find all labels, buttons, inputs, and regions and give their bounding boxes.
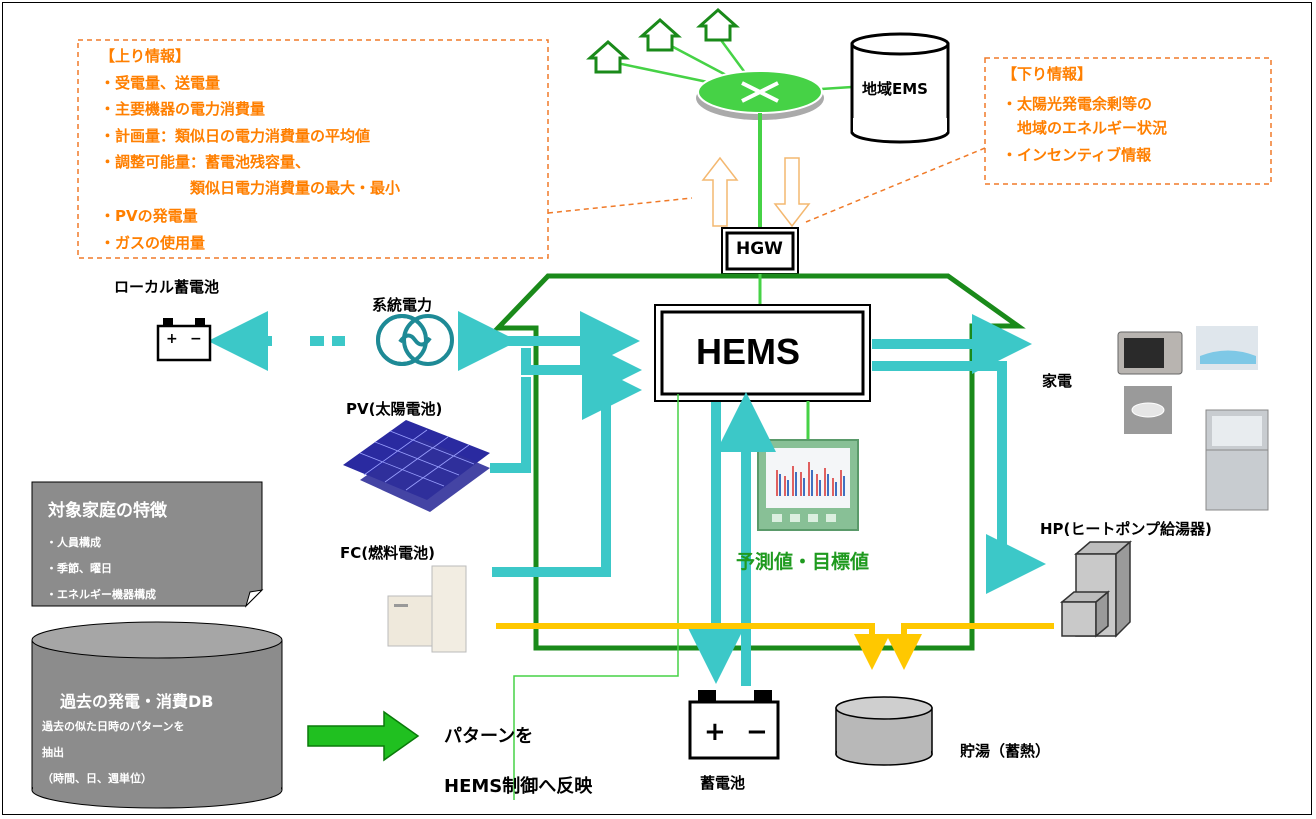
svg-text:+: + [704,717,726,747]
power-flow-arrows [208,311,1046,686]
pattern-extraction-arrow [307,710,420,762]
downward-info-item: 地域のエネルギー状況 [1002,119,1168,137]
upward-info-item: 類似日電力消費量の最大・最小 [100,179,401,197]
upward-info-item: ・調整可能量：蓄電池残容量、 [100,153,311,171]
svg-text:−: − [190,331,202,347]
downward-info-pointer [805,147,986,223]
appliance-images [1117,326,1269,511]
upward-info-pointer [547,197,693,214]
past-db-line: 抽出 [42,746,64,759]
hems-to-hp-arrow [872,361,1046,594]
grid-power-label: 系統電力 [372,296,433,314]
household-feature-item: ・人員構成 [46,536,101,549]
past-db-line: （時間、日、週単位） [42,772,152,785]
battery-label: 蓄電池 [700,774,746,792]
regional-ems-cylinder [850,32,950,144]
battery-icon: + − [688,690,780,760]
past-db-cylinder [31,621,283,809]
local-battery-label: ローカル蓄電池 [114,278,220,296]
grid-transformer-icon [376,314,454,366]
fc-unit-icon [387,565,467,653]
household-feature-item: ・エネルギー機器構成 [46,588,156,601]
household-feature-item: ・季節、曜日 [46,562,112,575]
hp-unit-icon [1059,540,1133,638]
pv-label: PV(太陽電池) [346,400,443,418]
regional-ems-label: 地域EMS [862,80,928,98]
upward-info-item: ・主要機器の電力消費量 [100,100,266,118]
hot-water-tank-icon [835,696,933,766]
hot-water-lines [496,623,1054,670]
pv-panel-icon [343,420,490,512]
appliances-label: 家電 [1042,372,1073,390]
downward-info-box [984,57,1272,185]
grid-hems-second-arrow [521,340,642,400]
hems-label: HEMS [696,331,801,372]
pv-line [490,377,531,473]
pattern-feedback-line [513,394,679,800]
svg-text:+: + [166,331,178,347]
hot-water-storage-label: 貯湯（蓄熱） [960,742,1051,760]
past-db-title: 過去の発電・消費DB [60,692,214,711]
forecast-target-label: 予測値・目標値 [736,551,870,573]
downward-info-item: ・太陽光発電余剰等の [1002,95,1153,113]
fc-to-hems-arrow [492,360,642,577]
pattern-label-line2: HEMS制御へ反映 [444,776,593,797]
downward-info-title: 【下り情報】 [1002,65,1093,83]
downward-info-item: ・インセンティブ情報 [1002,146,1152,164]
upward-info-item: ・受電量、送電量 [100,74,221,92]
fc-label: FC(燃料電池) [340,544,435,562]
hgw-label: HGW [736,239,783,259]
downward-arrow [773,157,811,228]
local-battery-icon: + − [156,318,212,362]
upward-arrow [701,156,739,227]
upward-info-item: ・計画量：類似日の電力消費量の平均値 [100,127,371,145]
household-features-title: 対象家庭の特徴 [48,501,167,521]
upward-info-item: ・ガスの使用量 [100,234,206,252]
house-icons [586,7,740,74]
router-cross-icon [741,81,779,103]
past-db-line: 過去の似た日時のパターンを [42,720,185,733]
hp-label: HP(ヒートポンプ給湯器) [1040,520,1212,538]
upward-info-box [77,39,549,259]
pattern-label-line1: パターンを [444,726,534,747]
upward-info-title: 【上り情報】 [100,47,191,65]
monitor-display-icon [757,439,859,531]
upward-info-item: ・PVの発電量 [100,207,198,225]
svg-text:−: − [746,717,768,747]
